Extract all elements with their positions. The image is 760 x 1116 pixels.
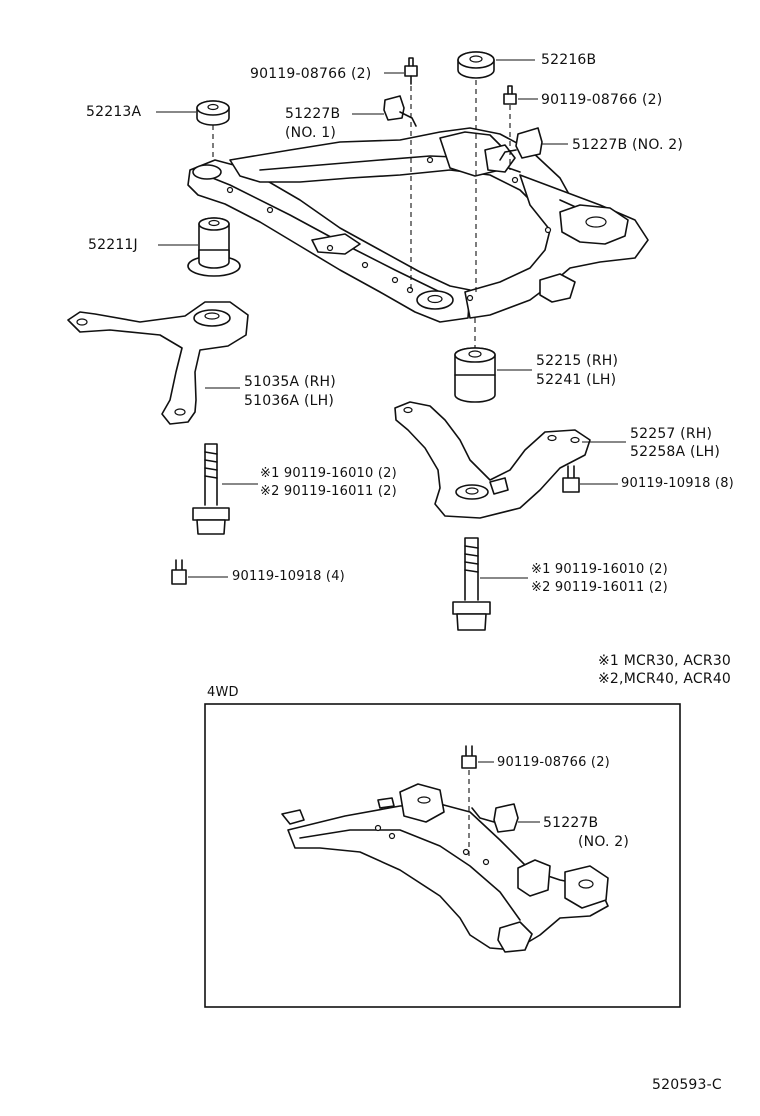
callout-stopper-no1-part: 51227B xyxy=(285,106,341,122)
callout-bushing-lower-right-rh: 52215 (RH) xyxy=(536,353,619,369)
inset-leader-lines xyxy=(478,761,540,823)
brace-51035a-icon xyxy=(67,301,249,425)
bushing-52213a-icon xyxy=(196,100,230,126)
long-bolt-right-icon xyxy=(452,537,491,631)
callout-bushing-lower-left: 52211J xyxy=(88,237,138,253)
callout-long-bolt-left-2: ※2 90119-16011 (2) xyxy=(260,484,397,499)
callout-bolt-left-brace: 90119-10918 (4) xyxy=(232,569,345,584)
long-bolt-left-icon xyxy=(192,443,230,535)
callout-bolt-top-right: 90119-08766 (2) xyxy=(541,92,663,108)
callout-long-bolt-right-2: ※2 90119-16011 (2) xyxy=(531,580,668,595)
callout-long-bolt-left-1: ※1 90119-16010 (2) xyxy=(260,466,397,481)
bushing-52211j-icon xyxy=(187,217,241,277)
callout-brace-right-rh: 52257 (RH) xyxy=(630,426,713,442)
assembly-lines xyxy=(212,80,511,348)
inset-bolt-icon xyxy=(461,745,477,856)
bolt-top-right-icon xyxy=(503,85,517,105)
callout-long-bolt-right-1: ※1 90119-16010 (2) xyxy=(531,562,668,577)
bushing-52216b-icon xyxy=(457,51,495,79)
legend-note-1: ※1 MCR30, ACR30 xyxy=(598,653,732,669)
callout-bushing-lower-right-lh: 52241 (LH) xyxy=(536,372,617,388)
inset-frame xyxy=(204,703,681,1008)
callout-bushing-upper-right: 52216B xyxy=(541,52,597,68)
stopper-no2-icon xyxy=(499,127,543,161)
bolt-right-small-icon xyxy=(562,465,580,493)
brace-52257-icon xyxy=(394,401,591,519)
callout-stopper-no1-note: (NO. 1) xyxy=(285,125,337,141)
inset-subframe xyxy=(281,783,609,953)
legend-note-2: ※2,MCR40, ACR40 xyxy=(598,671,732,687)
inset-callout-stopper: 51227B xyxy=(543,815,599,831)
callout-bolt-top-left: 90119-08766 (2) xyxy=(250,66,372,82)
callout-stopper-no2: 51227B (NO. 2) xyxy=(572,137,684,153)
stopper-no1-icon xyxy=(383,95,417,127)
callout-brace-right-lh: 52258A (LH) xyxy=(630,444,721,460)
bushing-52215-icon xyxy=(454,347,496,403)
bolt-top-left-icon xyxy=(404,57,418,85)
inset-callout-stopper-note: (NO. 2) xyxy=(578,834,630,850)
callout-brace-left-lh: 51036A (LH) xyxy=(244,393,335,409)
bolt-left-small-icon xyxy=(171,559,187,585)
leader-lines xyxy=(156,59,626,579)
inset-callout-bolt: 90119-08766 (2) xyxy=(497,755,610,770)
callout-brace-left-rh: 51035A (RH) xyxy=(244,374,336,390)
front-suspension-crossmember xyxy=(187,127,649,323)
inset-title: 4WD xyxy=(207,685,239,700)
diagram-code: 520593-C xyxy=(652,1077,722,1093)
callout-bolt-right-brace: 90119-10918 (8) xyxy=(621,476,734,491)
callout-bushing-upper-left: 52213A xyxy=(86,104,142,120)
inset-stopper-icon xyxy=(471,803,519,833)
